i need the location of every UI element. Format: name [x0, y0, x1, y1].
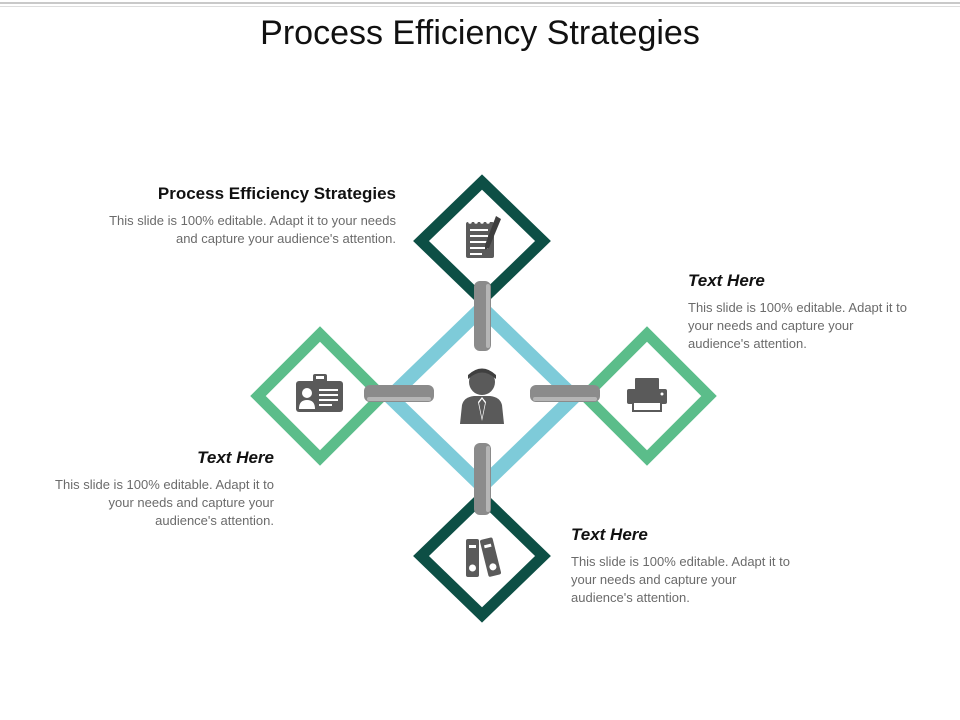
- connector-bottom: [474, 443, 491, 515]
- block-heading: Text Here: [688, 271, 765, 290]
- left-diamond: [250, 326, 390, 466]
- connector-right: [530, 385, 600, 402]
- printer-icon: [627, 378, 667, 412]
- right-diamond: [577, 326, 717, 466]
- block-heading: Text Here: [571, 525, 648, 544]
- text-block-right: Text Here This slide is 100% editable. A…: [688, 271, 914, 353]
- block-body: This slide is 100% editable. Adapt it to…: [688, 300, 907, 351]
- connector-left: [364, 385, 434, 402]
- top-rule: [0, 2, 960, 4]
- notepad-pen-icon: [466, 216, 501, 258]
- binders-icon: [466, 537, 501, 577]
- block-body: This slide is 100% editable. Adapt it to…: [55, 477, 274, 528]
- block-body: This slide is 100% editable. Adapt it to…: [571, 554, 790, 605]
- page-title: Process Efficiency Strategies: [260, 14, 700, 52]
- businessman-icon: [460, 368, 504, 424]
- text-block-top-left: Process Efficiency Strategies This slide…: [96, 184, 396, 248]
- block-heading: Process Efficiency Strategies: [157, 184, 396, 203]
- block-heading: Text Here: [197, 448, 274, 467]
- bottom-diamond: [413, 489, 551, 623]
- top-rule-thin: [0, 6, 960, 7]
- text-block-bottom-right: Text Here This slide is 100% editable. A…: [571, 525, 797, 607]
- id-card-icon: [296, 374, 343, 412]
- connector-top: [474, 281, 491, 351]
- block-body: This slide is 100% editable. Adapt it to…: [109, 213, 396, 246]
- text-block-left: Text Here This slide is 100% editable. A…: [48, 448, 274, 530]
